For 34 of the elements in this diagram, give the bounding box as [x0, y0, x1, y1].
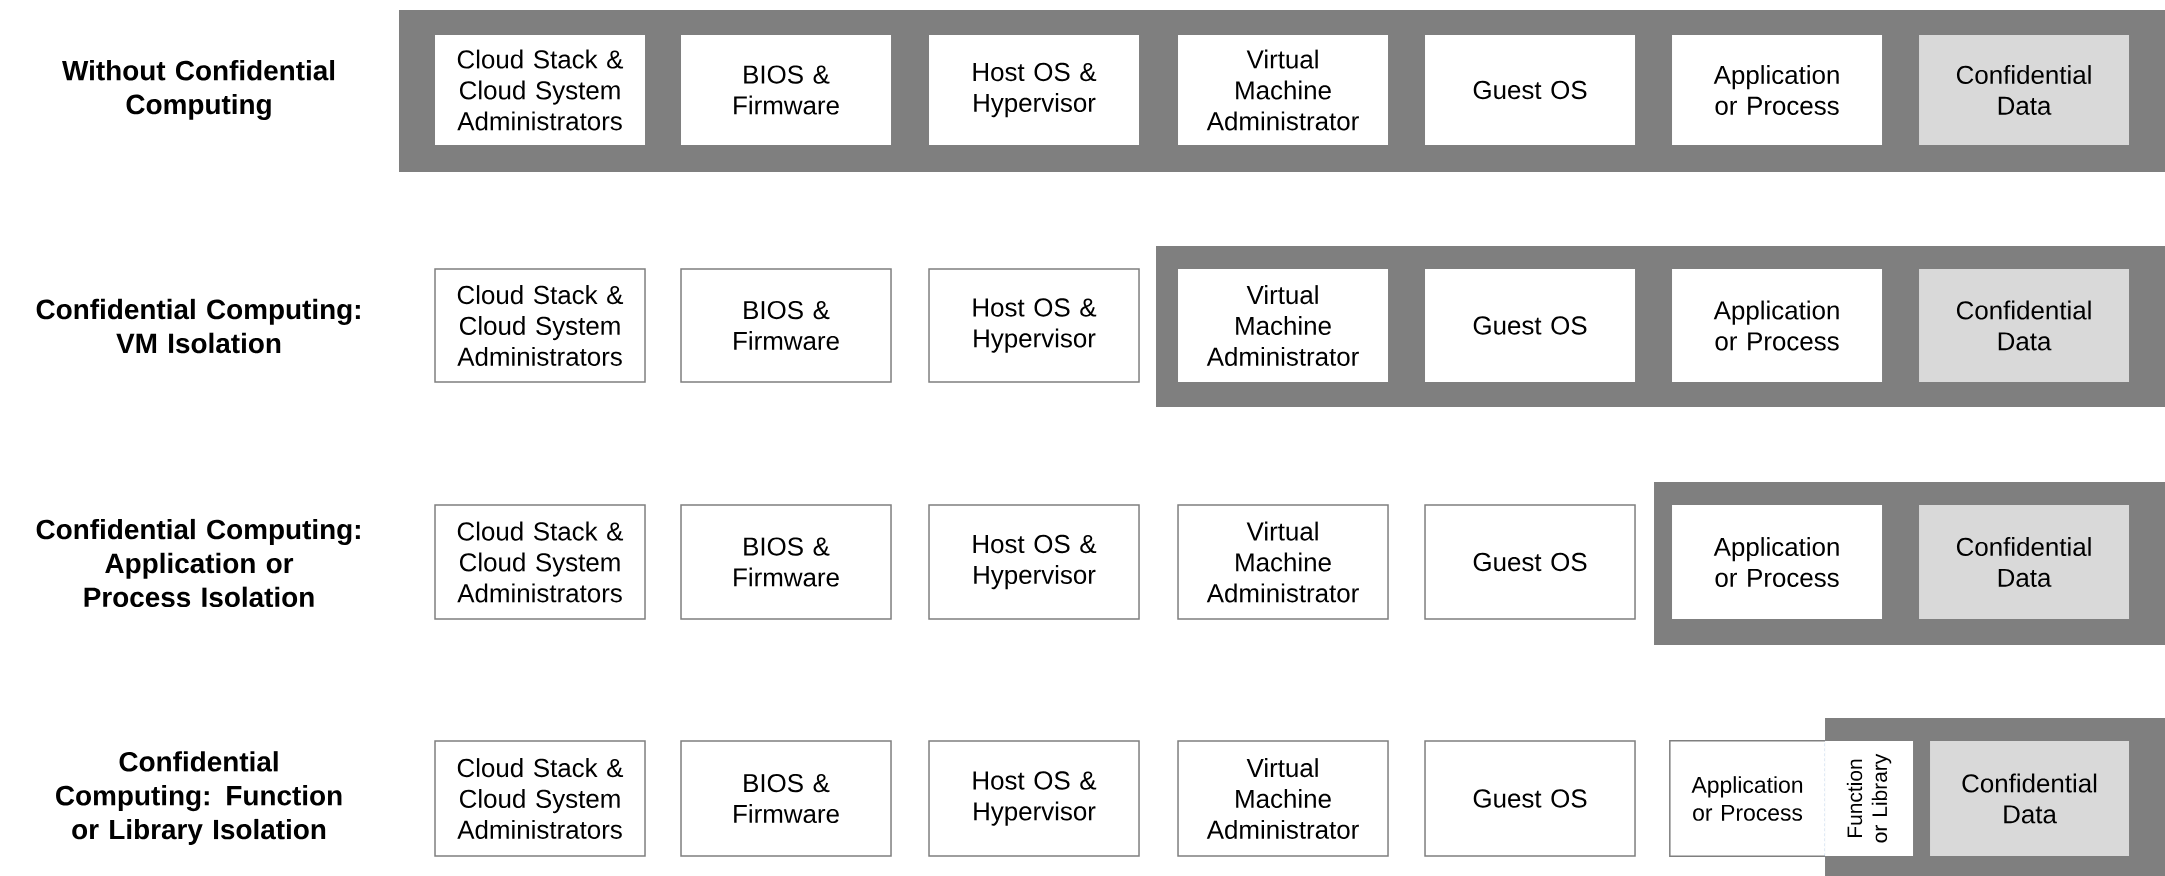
layer-box: Cloud Stack & Cloud System Administrators — [434, 504, 646, 620]
layer-box: Application or Process — [1669, 740, 1826, 857]
layer-box: BIOS & Firmware — [681, 35, 891, 145]
layer-box: Guest OS — [1425, 35, 1636, 145]
layer-box: Guest OS — [1425, 269, 1636, 382]
row-heading: Confidential Computing: Function or Library Isolation — [56, 751, 342, 845]
layer-box: BIOS & Firmware — [680, 504, 892, 620]
layer-box: Guest OS — [1424, 504, 1636, 620]
layer-box: Cloud Stack & Cloud System Administrators — [435, 35, 645, 145]
layer-box: Function or Library — [1825, 741, 1914, 856]
layer-box: Application or Process — [1672, 505, 1883, 619]
layer-box: Cloud Stack & Cloud System Administrators — [434, 740, 646, 857]
row-heading: Confidential Computing: VM Isolation — [36, 298, 360, 354]
layer-box: Host OS & Hypervisor — [928, 268, 1140, 383]
layer-box: BIOS & Firmware — [680, 740, 892, 857]
row-heading: Without Confidential Computing — [62, 60, 335, 120]
layer-box: Virtual Machine Administrator — [1178, 269, 1388, 382]
layer-box: Virtual Machine Administrator — [1178, 35, 1388, 145]
layer-box: Virtual Machine Administrator — [1177, 740, 1389, 857]
data-box: Confidential Data — [1930, 741, 2130, 856]
layer-box: Cloud Stack & Cloud System Administrators — [434, 268, 646, 383]
layer-box: Host OS & Hypervisor — [929, 35, 1139, 145]
layer-box: Application or Process — [1672, 269, 1883, 382]
layer-box: Guest OS — [1424, 740, 1636, 857]
data-box: Confidential Data — [1919, 505, 2130, 619]
layer-box: BIOS & Firmware — [680, 268, 892, 383]
layer-box: Virtual Machine Administrator — [1177, 504, 1389, 620]
layer-box: Host OS & Hypervisor — [928, 740, 1140, 857]
data-box: Confidential Data — [1919, 269, 2130, 382]
data-box: Confidential Data — [1919, 35, 2130, 145]
layer-box: Application or Process — [1672, 35, 1883, 145]
row-heading: Confidential Computing: Application or Process Isolation — [36, 518, 360, 608]
node-label: Function or Library — [1846, 753, 1892, 843]
layer-box: Host OS & Hypervisor — [928, 504, 1140, 620]
